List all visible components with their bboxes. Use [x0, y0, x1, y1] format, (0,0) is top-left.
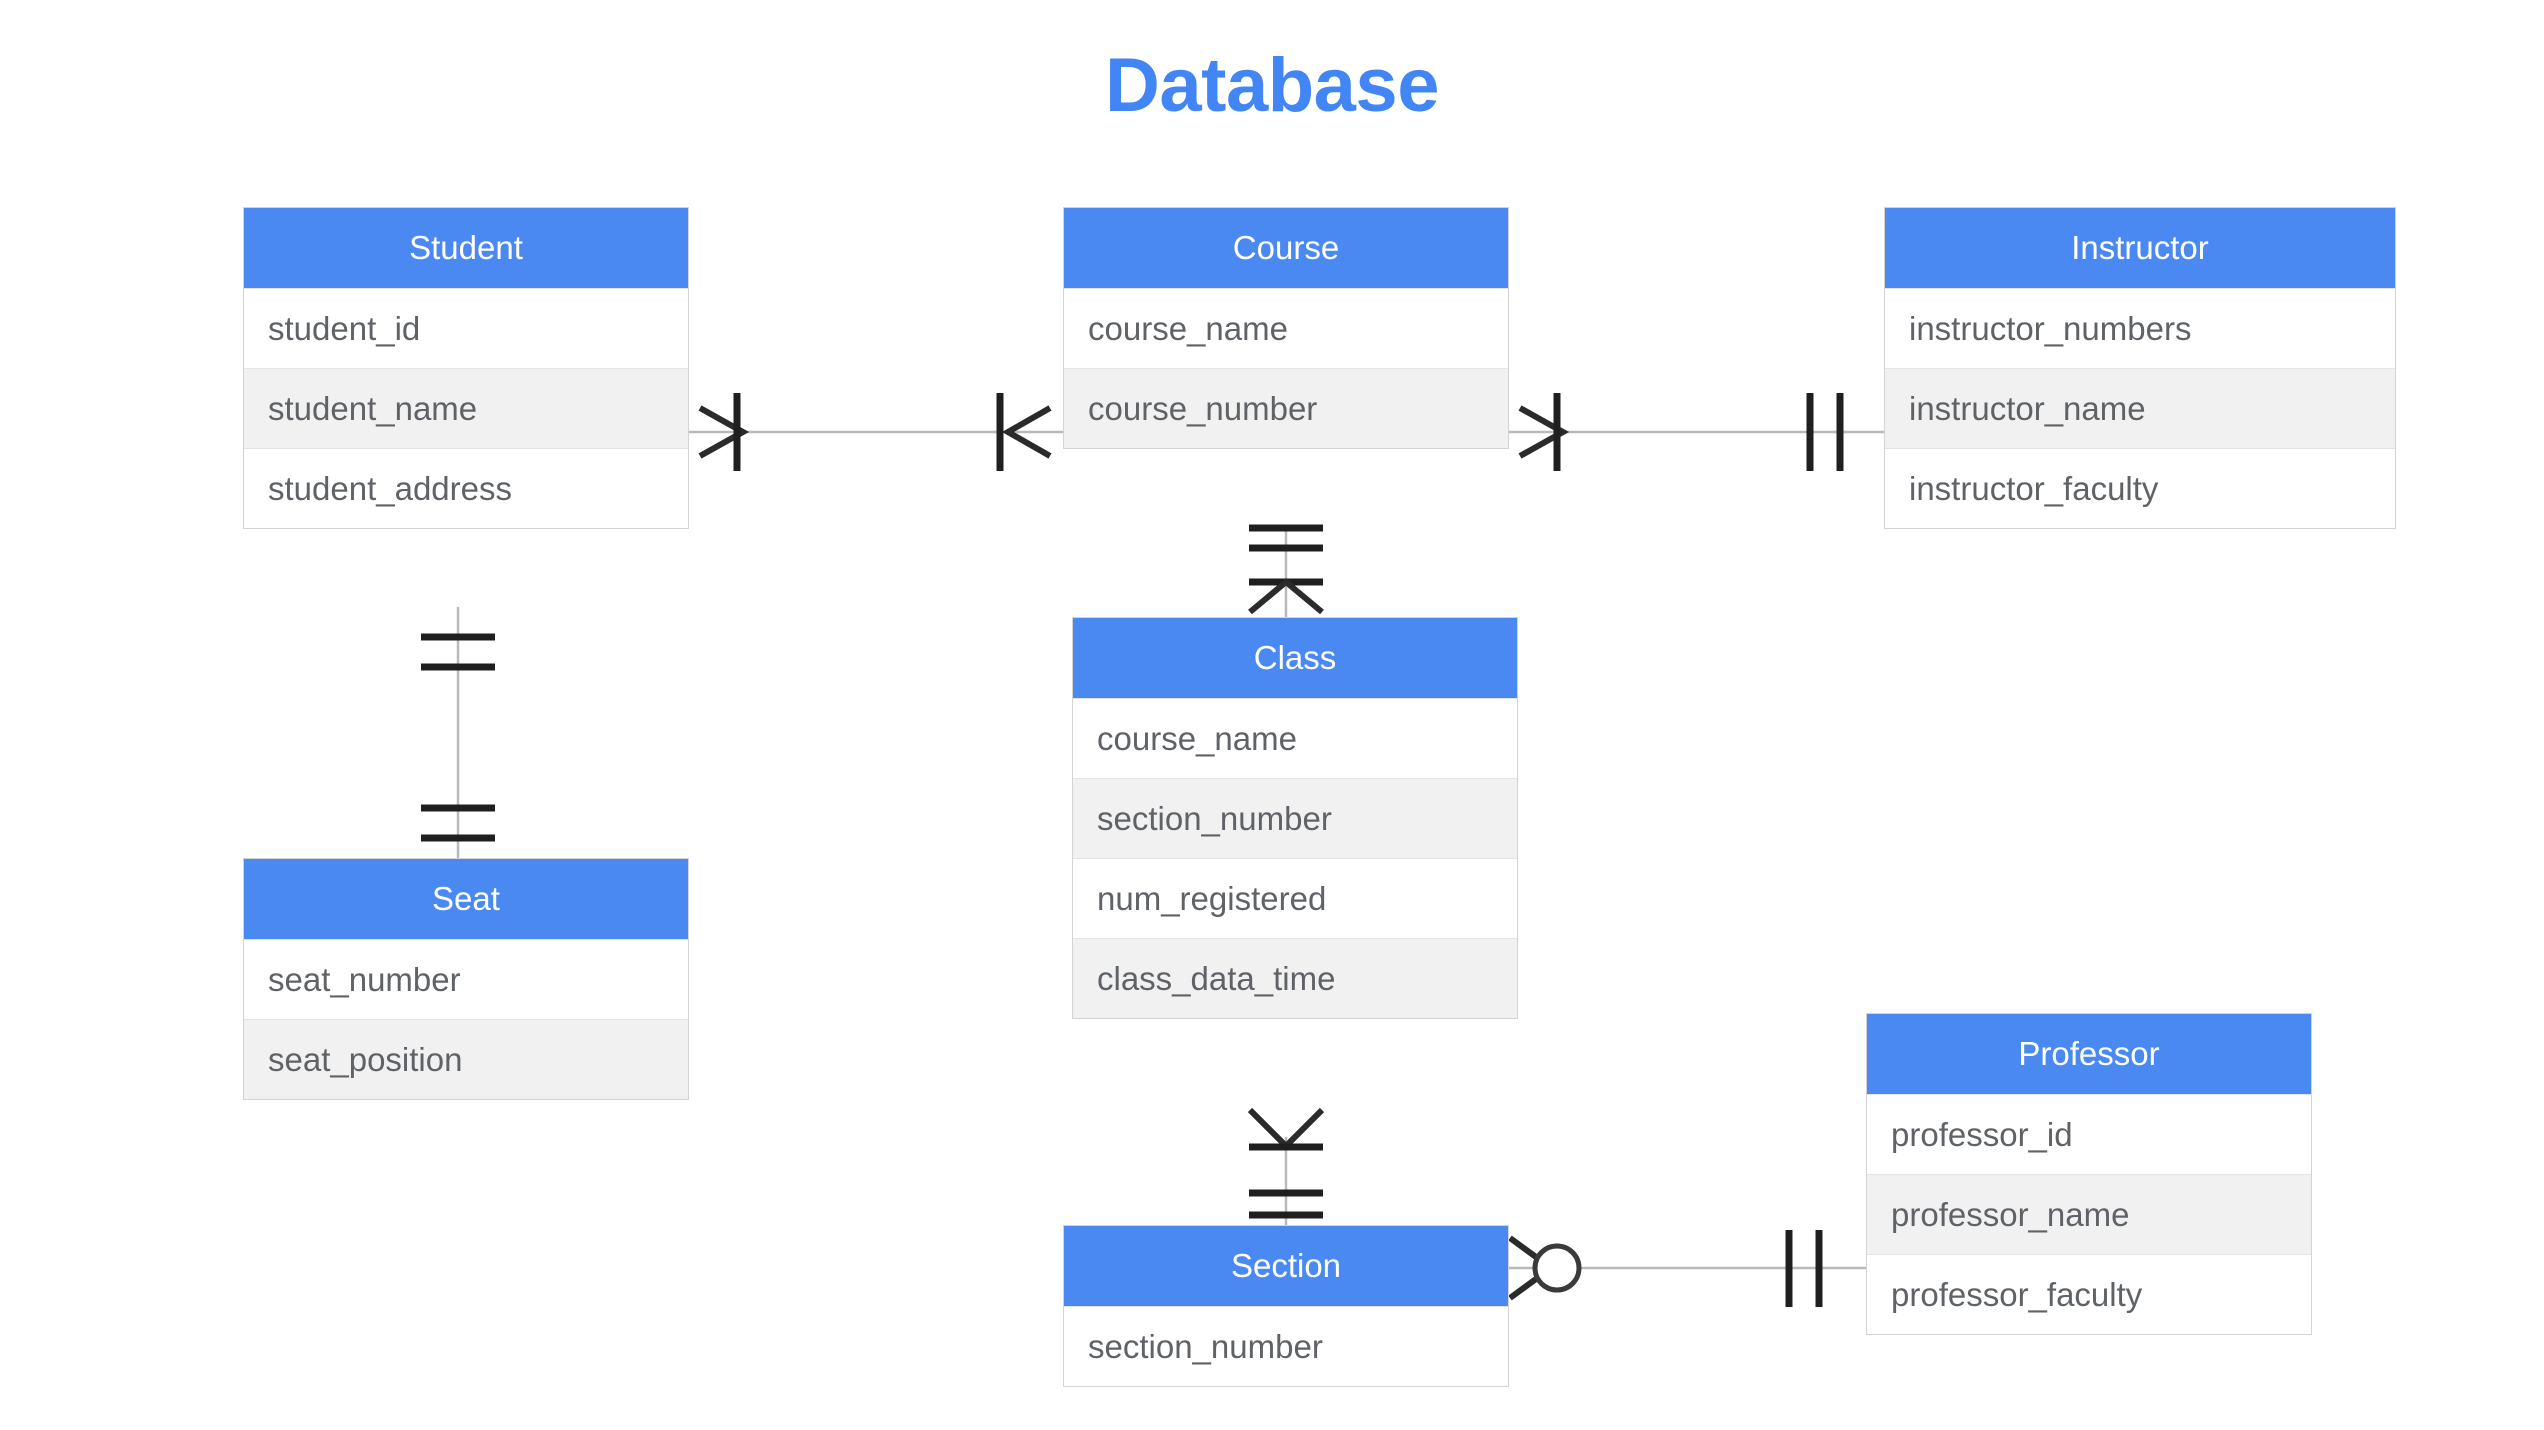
connector-class-section	[1247, 1107, 1325, 1225]
attribute-student-name[interactable]: student_name	[244, 368, 688, 448]
connector-student-course	[689, 393, 1063, 471]
attribute-class-num-registered[interactable]: num_registered	[1073, 858, 1517, 938]
entity-course[interactable]: Course course_name course_number	[1063, 207, 1509, 449]
attribute-class-course-name[interactable]: course_name	[1073, 698, 1517, 778]
entity-student[interactable]: Student student_id student_name student_…	[243, 207, 689, 529]
attribute-class-data-time[interactable]: class_data_time	[1073, 938, 1517, 1018]
attribute-student-id[interactable]: student_id	[244, 288, 688, 368]
entity-seat-title: Seat	[244, 859, 688, 939]
page-title: Database	[1105, 43, 1439, 128]
entity-class-title: Class	[1073, 618, 1517, 698]
attribute-seat-position[interactable]: seat_position	[244, 1019, 688, 1099]
attribute-instructor-name[interactable]: instructor_name	[1885, 368, 2395, 448]
entity-professor[interactable]: Professor professor_id professor_name pr…	[1866, 1013, 2312, 1335]
attribute-class-section-number[interactable]: section_number	[1073, 778, 1517, 858]
entity-instructor[interactable]: Instructor instructor_numbers instructor…	[1884, 207, 2396, 529]
entity-class[interactable]: Class course_name section_number num_reg…	[1072, 617, 1518, 1019]
connector-section-professor	[1508, 1230, 1866, 1307]
attribute-course-name[interactable]: course_name	[1064, 288, 1508, 368]
connector-student-seat	[421, 607, 495, 858]
attribute-seat-number[interactable]: seat_number	[244, 939, 688, 1019]
entity-professor-title: Professor	[1867, 1014, 2311, 1094]
attribute-professor-id[interactable]: professor_id	[1867, 1094, 2311, 1174]
attribute-instructor-numbers[interactable]: instructor_numbers	[1885, 288, 2395, 368]
entity-instructor-title: Instructor	[1885, 208, 2395, 288]
connector-course-class	[1248, 524, 1324, 617]
attribute-professor-faculty[interactable]: professor_faculty	[1867, 1254, 2311, 1334]
entity-student-title: Student	[244, 208, 688, 288]
connector-course-instructor	[1509, 393, 1884, 471]
entity-course-title: Course	[1064, 208, 1508, 288]
attribute-instructor-faculty[interactable]: instructor_faculty	[1885, 448, 2395, 528]
entity-section-title: Section	[1064, 1226, 1508, 1306]
attribute-student-address[interactable]: student_address	[244, 448, 688, 528]
entity-section[interactable]: Section section_number	[1063, 1225, 1509, 1387]
attribute-section-number[interactable]: section_number	[1064, 1306, 1508, 1386]
entity-seat[interactable]: Seat seat_number seat_position	[243, 858, 689, 1100]
attribute-course-number[interactable]: course_number	[1064, 368, 1508, 448]
attribute-professor-name[interactable]: professor_name	[1867, 1174, 2311, 1254]
